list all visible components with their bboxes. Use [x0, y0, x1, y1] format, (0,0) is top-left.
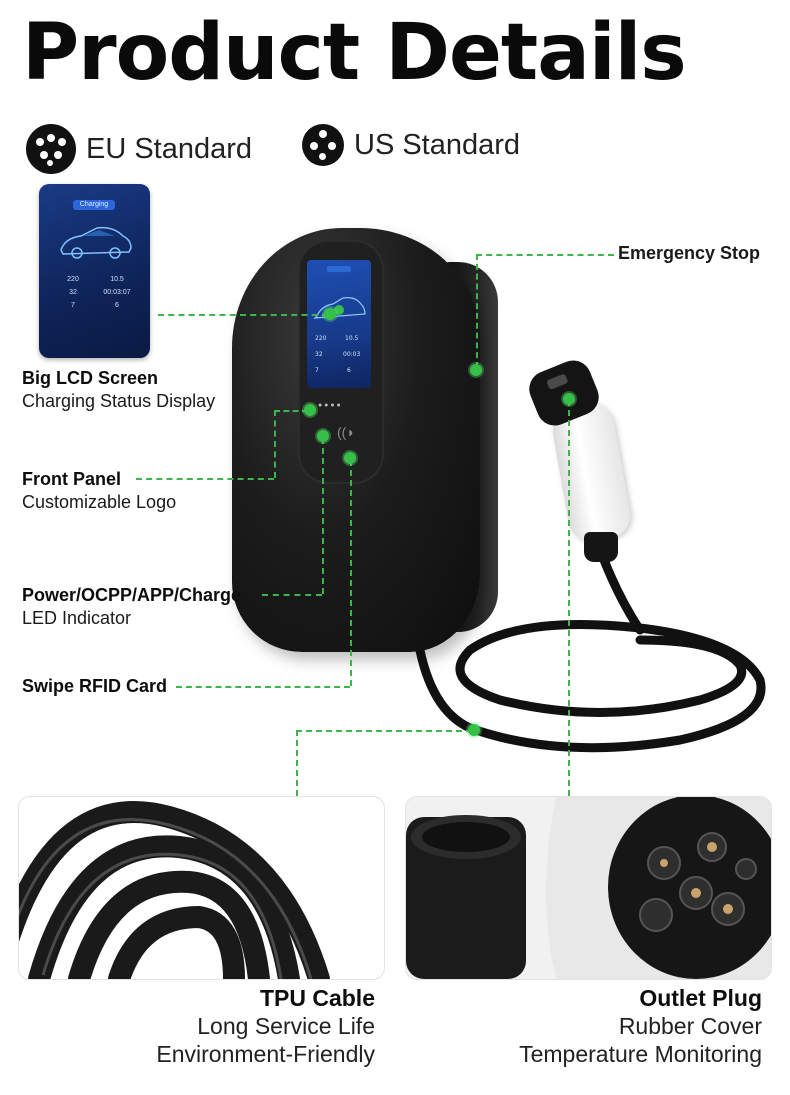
- callout-line: [350, 460, 352, 686]
- us-standard: US Standard: [302, 124, 520, 166]
- outlet-plug-photo: [405, 796, 772, 980]
- callout-line: [136, 478, 274, 480]
- svg-text:220: 220: [315, 335, 327, 342]
- callout-line: [476, 254, 478, 368]
- lcd-callout-title: Big LCD Screen: [22, 368, 159, 388]
- lcd-reading: 10.5: [110, 276, 124, 283]
- plug-dot: [563, 393, 575, 405]
- rfid-callout: Swipe RFID Card: [22, 675, 167, 698]
- callout-line: [296, 730, 298, 796]
- lcd-readings: 220 10.5 32 00:03:07 7 6: [51, 276, 139, 309]
- lcd-reading: 00:03:07: [103, 289, 131, 296]
- outlet-plug-line: Rubber Cover: [618, 1013, 762, 1039]
- callout-line: [296, 730, 472, 732]
- callout-line: [262, 594, 322, 596]
- us-plug-icon: [302, 124, 344, 166]
- front-panel-subtitle: Customizable Logo: [22, 492, 177, 512]
- car-illustration: [60, 226, 132, 259]
- callout-line: [176, 686, 350, 688]
- tpu-cable-photo: [18, 796, 385, 980]
- callout-line: [568, 400, 570, 796]
- tpu-cable-feature: TPU Cable Long Service Life Environment-…: [156, 984, 375, 1068]
- front-panel-callout: Front Panel Customizable Logo: [22, 468, 176, 514]
- led-callout-subtitle: LED Indicator: [22, 608, 132, 628]
- tpu-cable-line: Environment-Friendly: [156, 1041, 375, 1067]
- tpu-cable-title: TPU Cable: [259, 985, 375, 1011]
- lcd-reading: 7: [71, 302, 75, 309]
- svg-text:32: 32: [315, 351, 323, 358]
- led-dot: [317, 430, 329, 442]
- svg-text:10.5: 10.5: [345, 335, 359, 342]
- lcd-status-label: Charging: [73, 200, 115, 210]
- lcd-dot: [324, 308, 336, 320]
- lcd-callout-subtitle: Charging Status Display: [22, 391, 216, 411]
- emergency-stop-dot: [470, 364, 482, 376]
- outlet-plug-line: Temperature Monitoring: [519, 1041, 762, 1067]
- outlet-plug-feature: Outlet Plug Rubber Cover Temperature Mon…: [519, 984, 762, 1068]
- us-standard-label: US Standard: [354, 128, 521, 161]
- svg-text:7: 7: [315, 367, 319, 374]
- lcd-screen-thumbnail: Charging 220 10.5 32 00:03:07 7 6: [39, 184, 150, 358]
- emergency-stop-label: Emergency Stop: [618, 243, 761, 263]
- page-title: Product Details: [22, 8, 687, 98]
- lcd-reading: 6: [115, 302, 119, 309]
- charging-cable: [413, 555, 766, 753]
- rfid-dot: [344, 452, 356, 464]
- front-panel-title: Front Panel: [22, 469, 122, 489]
- callout-line: [274, 410, 308, 412]
- led-callout-title: Power/OCPP/APP/Charge: [22, 585, 242, 605]
- front-panel-dot: [304, 404, 316, 416]
- eu-standard: EU Standard: [26, 124, 252, 174]
- callout-line: [158, 314, 328, 316]
- lcd-reading: 32: [69, 289, 77, 296]
- cable-dot: [468, 724, 480, 736]
- rfid-callout-title: Swipe RFID Card: [22, 676, 168, 696]
- tpu-cable-line: Long Service Life: [197, 1013, 375, 1039]
- charger-lcd-screen: 220 10.5 32 00:03 7 6: [307, 260, 371, 388]
- charger-logo: ● ● ● ●: [318, 402, 341, 409]
- eu-plug-icon: [26, 124, 76, 174]
- callout-line: [274, 410, 276, 478]
- lcd-reading: 220: [67, 276, 79, 283]
- led-callout: Power/OCPP/APP/Charge LED Indicator: [22, 584, 241, 630]
- rfid-icon: ((◗: [337, 424, 355, 440]
- svg-text:00:03: 00:03: [343, 351, 360, 358]
- eu-standard-label: EU Standard: [86, 132, 253, 165]
- callout-line: [476, 254, 614, 256]
- plug-boot: [584, 532, 618, 562]
- lcd-callout: Big LCD Screen Charging Status Display: [22, 367, 215, 413]
- svg-text:6: 6: [347, 367, 351, 374]
- callout-line: [322, 438, 324, 594]
- outlet-plug-title: Outlet Plug: [639, 985, 762, 1011]
